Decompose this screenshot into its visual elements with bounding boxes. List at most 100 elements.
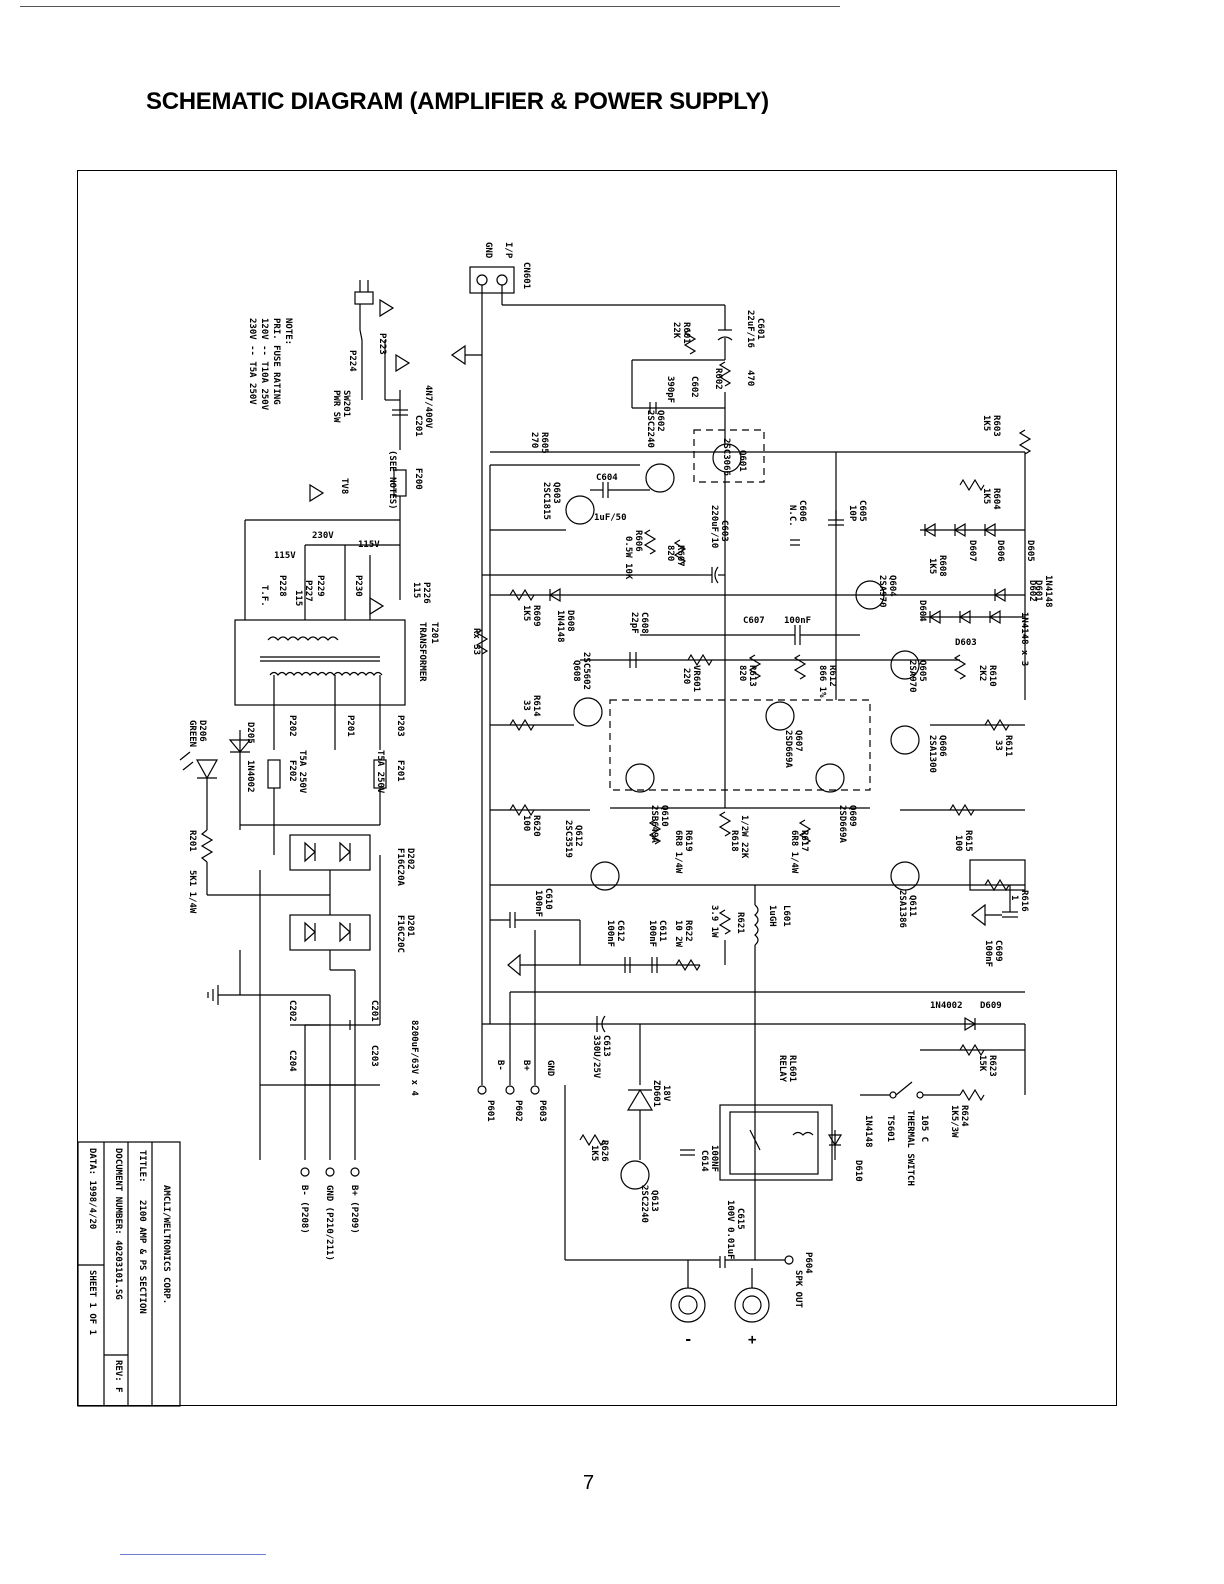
label-p228: P228: [277, 575, 287, 597]
tb-date: DATA: 1998/4/20: [87, 1148, 97, 1229]
label-r611: R611: [1003, 735, 1013, 757]
label-p223: P223: [377, 333, 387, 355]
label-p226v: 115: [411, 582, 421, 598]
label-d206: D206: [197, 720, 207, 742]
label-c604: C604: [596, 473, 618, 483]
page-title: SCHEMATIC DIAGRAM (AMPLIFIER & POWER SUP…: [146, 88, 769, 115]
label-c201: C201: [369, 1000, 379, 1022]
label-r612v: 866 1%: [817, 665, 827, 698]
label-d609: D609: [980, 1001, 1002, 1011]
label-c615: C615: [735, 1208, 745, 1230]
label-d610: D610: [853, 1160, 863, 1182]
label-v115a: 115V: [274, 551, 296, 561]
label-q610: Q610: [659, 805, 669, 827]
label-r614v: 33: [521, 700, 531, 711]
label-d202: D202: [405, 848, 415, 870]
label-rl601v: RELAY: [777, 1055, 787, 1083]
label-q613v: 2SC2240: [639, 1185, 649, 1223]
tb-document: DOCUMENT NUMBER: 40203101.SG: [113, 1148, 123, 1300]
label-r623v: 15K: [977, 1055, 987, 1072]
note-line1: PRI. FUSE RATING: [271, 318, 281, 405]
label-r618v: 1/2W 22K: [739, 815, 749, 859]
label-q604v: 2SA970: [877, 575, 887, 608]
label-r604v: 1K5: [981, 488, 991, 504]
label-r615: R615: [963, 830, 973, 852]
label-p603: P603: [537, 1100, 547, 1122]
label-c611: C611: [657, 920, 667, 942]
label-q603: Q603: [551, 482, 561, 504]
label-bplus_out: B+ (P209): [349, 1185, 359, 1234]
label-d205v: 1N4002: [245, 760, 255, 793]
label-q609v: 2SD669A: [837, 805, 847, 844]
label-r622: R622: [683, 920, 693, 942]
label-d601v: 1N4148: [1043, 575, 1053, 608]
label-p227: P227: [303, 580, 313, 602]
label-r602v: 470: [745, 370, 755, 386]
label-c605v: 10P: [847, 505, 857, 522]
label-c602v: 390pF: [665, 376, 675, 403]
label-p229: P229: [315, 575, 325, 597]
label-p226: P226: [421, 582, 431, 604]
label-p202: P202: [287, 715, 297, 737]
label-q605v: 2SA970: [907, 660, 917, 693]
label-r617: R617: [799, 830, 809, 852]
label-q606: Q606: [937, 735, 947, 757]
label-r201: R201: [187, 830, 197, 852]
label-c603: C603: [719, 520, 729, 542]
label-r608v: 1K5: [927, 558, 937, 574]
label-r606v: 0.5W 10K: [623, 536, 633, 580]
label-bminus: B-: [495, 1060, 505, 1071]
label-d601: D601: [1033, 580, 1043, 602]
label-d201v: F16C20C: [395, 915, 405, 953]
label-r621v: 3.9 1W: [709, 905, 719, 938]
label-c606v: N.C.: [787, 505, 797, 527]
label-sw201: SW201: [341, 390, 351, 417]
label-r602: R602: [713, 368, 723, 390]
label-p201: P201: [345, 715, 355, 737]
label-tf: T.F.: [259, 585, 269, 607]
label-d609v: 1N4002: [930, 1001, 963, 1011]
label-r609v: 1K5: [521, 605, 531, 621]
label-rl601: RL601: [787, 1055, 797, 1082]
label-r610v: 2K2: [977, 665, 987, 681]
label-r607: R607: [675, 545, 685, 567]
label-r615v: 100: [953, 835, 963, 851]
label-r605: R605: [539, 432, 549, 454]
label-c610: C610: [543, 888, 553, 910]
label-c613v: 330U/25V: [591, 1035, 601, 1079]
label-f202v: T5A 250V: [297, 750, 307, 794]
label-r613: R613: [747, 665, 757, 687]
label-p602: P602: [513, 1100, 523, 1122]
label-r619: R619: [683, 830, 693, 852]
amplifier-wiring: [450, 266, 1031, 1323]
label-q610v: 2SB649A: [649, 805, 659, 844]
label-r606: R606: [633, 530, 643, 552]
label-q608v: 2SC5602: [581, 652, 591, 690]
label-r608: R608: [937, 555, 947, 577]
label-c607: C607: [743, 616, 765, 626]
label-c614: C614: [699, 1150, 709, 1172]
label-r623: R623: [987, 1055, 997, 1077]
tb-rev: REV: F: [113, 1360, 123, 1393]
label-r611v: 33: [993, 740, 1003, 751]
label-d606: D606: [995, 540, 1005, 562]
label-c601v: 22uF/16: [745, 310, 755, 348]
label-r201v: 5K1 1/4W: [187, 870, 197, 914]
label-c602: C602: [689, 376, 699, 398]
label-q612v: 2SC3519: [563, 820, 573, 858]
label-q603v: 2SC1815: [541, 482, 551, 520]
label-sw201v: PWR SW: [331, 390, 341, 423]
label-f202: F202: [287, 760, 297, 782]
label-c203: C203: [369, 1045, 379, 1067]
label-r609: R609: [531, 605, 541, 627]
label-see_notes: (SEE NOTES): [387, 450, 397, 510]
label-c609v: 100nF: [983, 940, 993, 967]
label-f201: F201: [395, 760, 405, 782]
lbl-gnd: GND: [483, 242, 493, 259]
label-ts601v: THERMAL SWITCH: [905, 1110, 915, 1186]
label-cap_bank: 8200uF/63V x 4: [409, 1020, 419, 1096]
label-q611: Q611: [907, 895, 917, 917]
label-f200: F200: [413, 468, 423, 490]
label-r619v: 6R8 1/4W: [673, 830, 683, 874]
